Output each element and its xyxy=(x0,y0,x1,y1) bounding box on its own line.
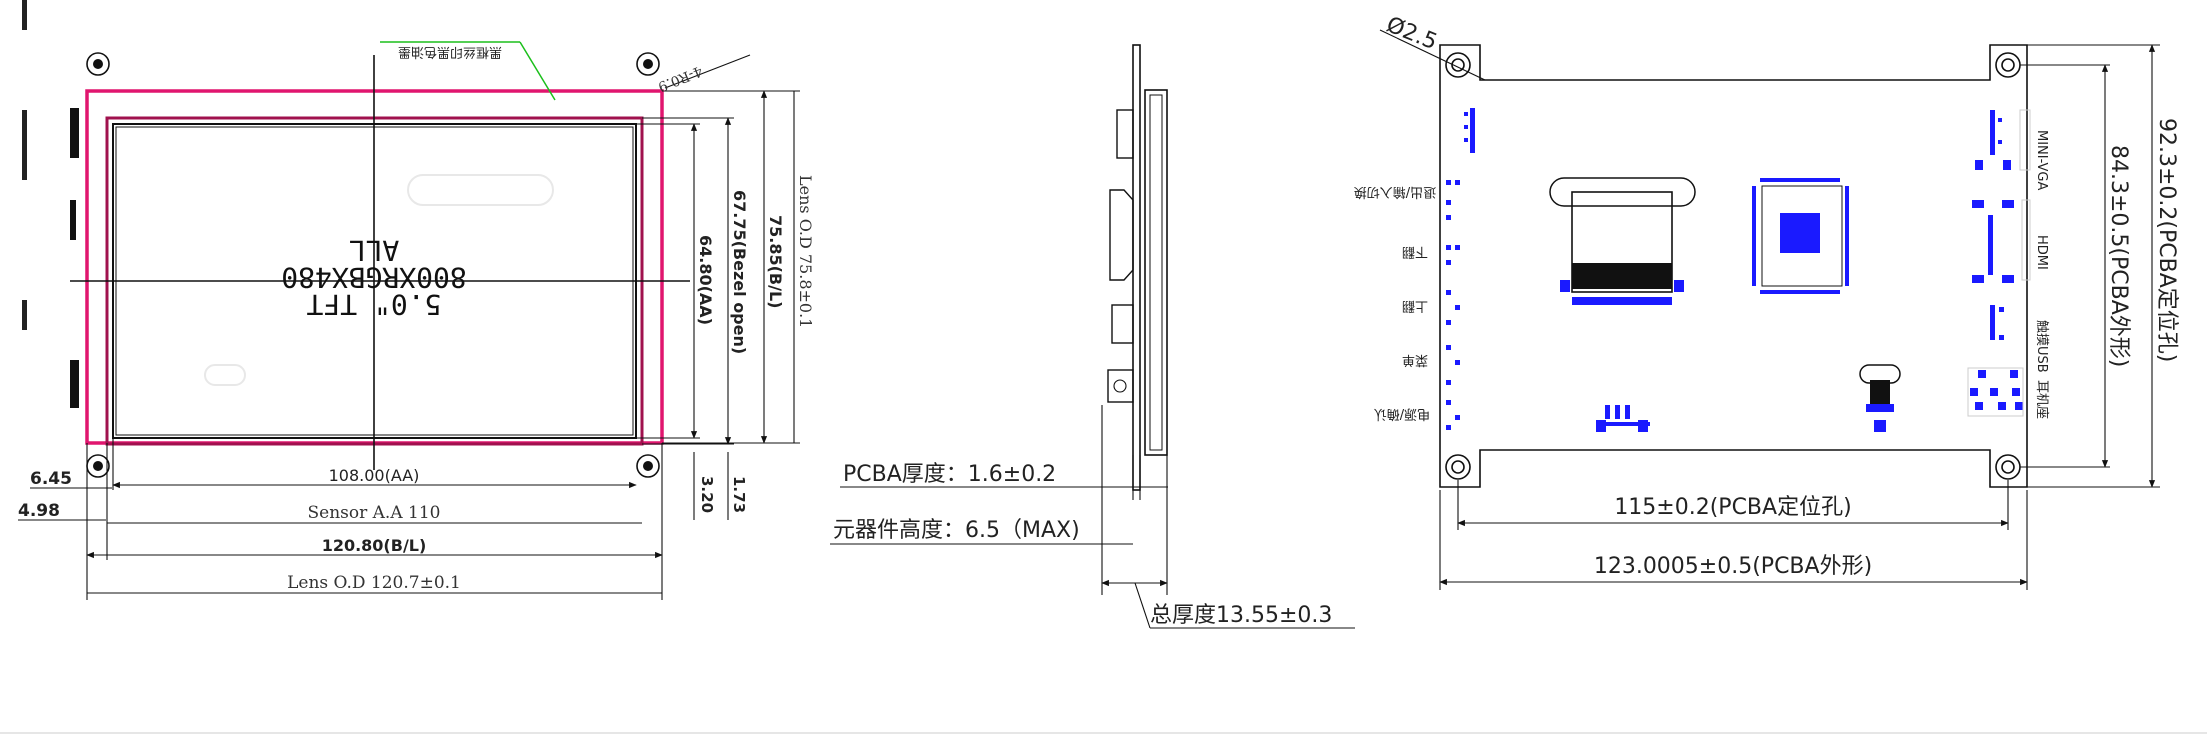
pcba-outline xyxy=(1439,44,2028,488)
note-leader xyxy=(519,41,556,101)
panel-label-all: ALL xyxy=(349,234,400,267)
mounting-hole xyxy=(1995,52,2021,78)
dim-pcba-thickness: PCBA厚度：1.6±0.2 xyxy=(843,462,1056,487)
dim-component-height: 元器件高度：6.5（MAX) xyxy=(833,518,1080,543)
port-label-touch-usb: 触摸USB xyxy=(2034,320,2049,373)
faint-pad xyxy=(407,174,554,206)
dim-hole-pitch-y: 84.3±0.5(PCBA外形) xyxy=(2106,145,2131,367)
mounting-hole xyxy=(1445,52,1471,78)
corner-hole xyxy=(636,52,660,76)
mounting-hole xyxy=(1995,454,2021,480)
dim-aa-height: 64.80(AA) xyxy=(696,235,715,325)
dim-bottom-1: 3.20 xyxy=(698,476,716,513)
dim-sensor-aa: Sensor A.A 110 xyxy=(308,503,441,523)
port-label-headphone: 耳机座 xyxy=(2034,380,2049,419)
crystal-component xyxy=(1859,364,1901,432)
dim-total-leader xyxy=(1134,582,1151,629)
button-label-down: 下翻 xyxy=(1402,244,1428,259)
component-hole xyxy=(1113,379,1127,393)
left-edge-fragment xyxy=(22,0,27,330)
pcba-profile xyxy=(1132,44,1141,491)
small-connector xyxy=(1596,405,1650,432)
port-label-mini-vga: MINI-VGA xyxy=(2034,130,2049,191)
side-view: PCBA厚度：1.6±0.2 元器件高度：6.5（MAX) 总厚度13.55±0… xyxy=(830,44,1355,629)
rear-view: Ø2.5 退出/输入切换 下翻 上翻 菜单 电源/确认 xyxy=(1354,12,2179,590)
dim-pcba-width: 123.0005±0.5(PCBA外形) xyxy=(1594,554,1872,579)
left-connector-strip xyxy=(1446,108,1475,430)
front-view: 黑框丝印黑色油墨 4-R0.9 5.0" TFT 800XRGBX480 ALL… xyxy=(18,0,815,600)
dim-pcba-height: 92.3±0.2(PCBA定位孔) xyxy=(2154,118,2179,362)
button-label-menu: 菜单 xyxy=(1402,352,1428,367)
dim-bezel-open: 67.75(Bezel open) xyxy=(730,190,749,354)
component-profile xyxy=(1116,109,1134,159)
dim-lens-height: Lens O.D 75.8±0.1 xyxy=(796,175,815,328)
dim-total-thickness: 总厚度13.55±0.3 xyxy=(1150,603,1332,628)
fpc-connector-body xyxy=(1571,191,1673,293)
hole-diameter: Ø2.5 xyxy=(1383,12,1441,55)
component-profile xyxy=(1107,369,1134,403)
corner-hole xyxy=(636,454,660,478)
button-label-power: 电源/确认 xyxy=(1374,406,1430,421)
corner-hole xyxy=(86,52,110,76)
panel-label-size: 5.0" TFT xyxy=(306,288,441,321)
faint-pad xyxy=(204,364,246,386)
dim-bl-width: 120.80(B/L) xyxy=(322,536,427,555)
component-profile xyxy=(1109,189,1134,281)
hole-callout-leader xyxy=(664,54,751,89)
fpc-pad xyxy=(1674,280,1684,292)
hole-callout-label: 4-R0.9 xyxy=(655,62,704,94)
fpc-connector-latch xyxy=(1572,263,1672,289)
mounting-hole xyxy=(1445,454,1471,480)
button-label-up: 上翻 xyxy=(1402,298,1428,313)
dim-left-offset-2: 4.98 xyxy=(18,501,60,521)
dim-bottom-2: 1.73 xyxy=(730,476,748,513)
button-label-exit-input: 退出/输入切换 xyxy=(1354,184,1436,200)
dim-aa-width: 108.00(AA) xyxy=(329,466,420,485)
fpc-pad xyxy=(1560,280,1570,292)
port-label-hdmi: HDMI xyxy=(2034,235,2049,270)
silkscreen-note: 黑框丝印黑色油墨 xyxy=(398,44,502,60)
port-outline xyxy=(1967,367,2024,417)
right-ports xyxy=(1970,110,2023,410)
main-ic xyxy=(1752,178,1849,294)
panel-label-resolution: 800XRGBX480 xyxy=(281,261,466,294)
dim-bl-height: 75.85(B/L) xyxy=(766,215,785,308)
component-profile xyxy=(1111,304,1134,344)
fpc-tab xyxy=(70,360,79,408)
fpc-pins xyxy=(1572,297,1672,305)
fpc-tab xyxy=(70,108,79,158)
port-outline xyxy=(2019,109,2031,171)
lcd-module-inner xyxy=(1149,94,1163,451)
hole-diameter-leader xyxy=(1379,29,1486,81)
fpc-connector-outline xyxy=(1549,177,1696,207)
dim-lens-width: Lens O.D 120.7±0.1 xyxy=(287,573,461,593)
port-outline xyxy=(2021,199,2031,281)
corner-hole xyxy=(86,454,110,478)
lcd-module-profile xyxy=(1144,89,1168,456)
fpc-tab xyxy=(70,200,76,240)
dim-hole-pitch-x: 115±0.2(PCBA定位孔) xyxy=(1614,495,1851,520)
dim-left-offset-1: 6.45 xyxy=(30,469,72,489)
